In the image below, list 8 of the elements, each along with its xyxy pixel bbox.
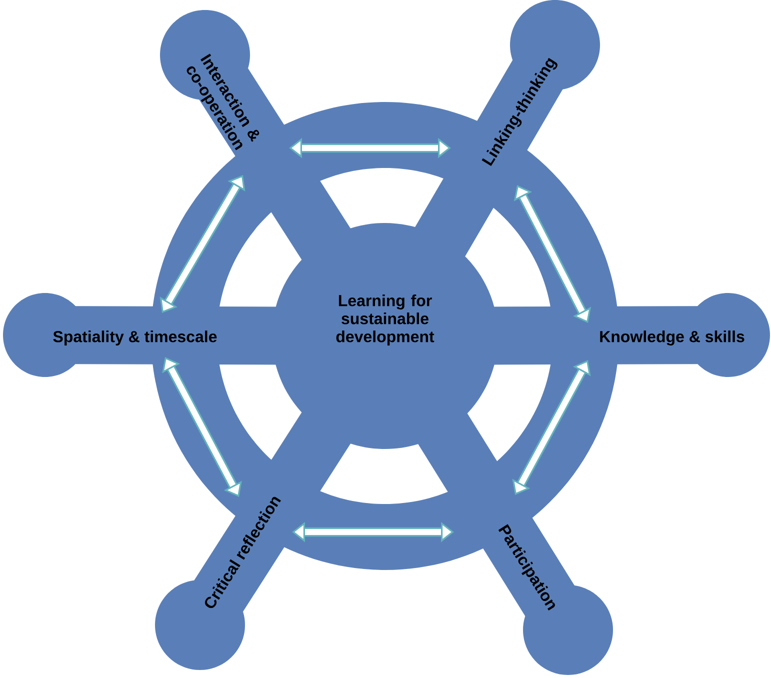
node-label: Spatiality & timescale (53, 330, 217, 346)
spoke: Spatiality & timescale (3, 293, 286, 377)
node-label: Learning for sustainable development (336, 294, 434, 346)
hub: Learning for sustainable development (272, 223, 498, 449)
double-arrow (162, 357, 242, 497)
node-label: Knowledge & skills (600, 330, 744, 346)
double-arrow (514, 185, 592, 323)
spoke: Knowledge & skills (484, 293, 770, 377)
